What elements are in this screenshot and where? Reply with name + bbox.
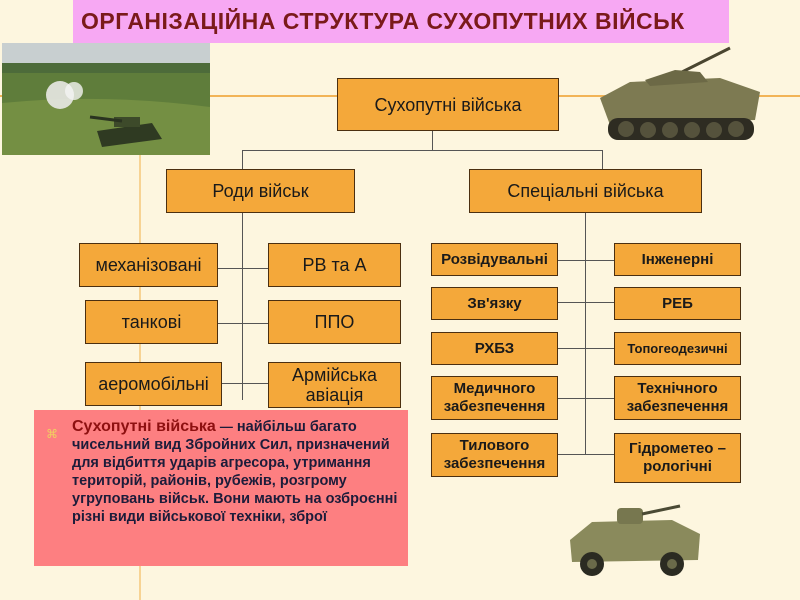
connector (242, 150, 243, 170)
node-combat-arms: Роди військ (166, 169, 355, 213)
node-label: РЕБ (662, 294, 693, 312)
node-ground-forces: Сухопутні війська (337, 78, 559, 131)
node-tank: танкові (85, 300, 218, 344)
title-banner: Організаційна структура сухопутних війсь… (73, 0, 729, 43)
node-engineering: Інженерні (614, 243, 741, 276)
node-cbrn: РХБЗ (431, 332, 558, 365)
btr-vehicle-image (570, 504, 700, 576)
connector (242, 212, 243, 400)
node-label: Зв'язку (467, 294, 522, 312)
connector (558, 348, 614, 349)
page-title: Організаційна структура сухопутних війсь… (81, 8, 685, 34)
node-label: РВ та А (302, 255, 367, 275)
node-label: ППО (314, 312, 355, 332)
node-reconnaissance: Розвідувальні (431, 243, 558, 276)
node-label: Сухопутні війська (374, 94, 522, 115)
node-label: Топогеодезичні (627, 340, 728, 356)
connector (602, 150, 603, 170)
connector (558, 302, 614, 303)
connector (218, 268, 270, 269)
description-lead: Сухопутні війська (72, 418, 216, 435)
node-label: Армійська авіація (291, 365, 378, 405)
node-technical-support: Технічного забезпечення (614, 376, 741, 420)
connector (558, 454, 614, 455)
node-rv-and-a: РВ та А (268, 243, 401, 287)
description-dash: — (219, 419, 233, 434)
node-label: Технічного забезпечення (626, 380, 729, 415)
node-signal: Зв'язку (431, 287, 558, 320)
node-label: танкові (121, 312, 182, 332)
node-hydrometeorological: Гідрометео – рологічні (614, 433, 741, 483)
connector (558, 260, 614, 261)
node-medical-support: Медичного забезпечення (431, 376, 558, 420)
connector (218, 323, 270, 324)
node-airmobile: аеромобільні (85, 362, 222, 406)
node-label: Спеціальні війська (507, 181, 664, 201)
description-text: Сухопутні війська — найбільш багато чисе… (72, 418, 402, 526)
node-label: аеромобільні (98, 374, 209, 394)
node-logistics-support: Тилового забезпечення (431, 433, 558, 477)
node-label: РХБЗ (474, 339, 515, 357)
connector (222, 383, 270, 384)
node-air-defense: ППО (268, 300, 401, 344)
node-label: Медичного забезпечення (443, 380, 546, 415)
bullet-icon: ⌘ (46, 427, 58, 441)
tank-field-photo (2, 43, 210, 155)
node-army-aviation: Армійська авіація (268, 362, 401, 408)
node-label: Розвідувальні (441, 250, 548, 268)
connector (242, 150, 603, 151)
node-label: Інженерні (641, 250, 714, 268)
node-label: Тилового забезпечення (443, 437, 546, 472)
node-mechanized: механізовані (79, 243, 218, 287)
description-note: ⌘ Сухопутні війська — найбільш багато чи… (34, 410, 408, 566)
node-topogeodetic: Топогеодезичні (614, 332, 741, 365)
node-label: механізовані (95, 255, 202, 275)
node-special-troops: Спеціальні війська (469, 169, 702, 213)
connector (432, 130, 433, 150)
connector (558, 398, 614, 399)
node-label: Роди військ (212, 181, 309, 201)
connector (585, 212, 586, 454)
description-body: найбільш багато чисельний вид Збройних С… (72, 419, 398, 525)
bmp-vehicle-image (600, 46, 760, 140)
node-electronic-warfare: РЕБ (614, 287, 741, 320)
node-label: Гідрометео – рологічні (629, 440, 726, 475)
